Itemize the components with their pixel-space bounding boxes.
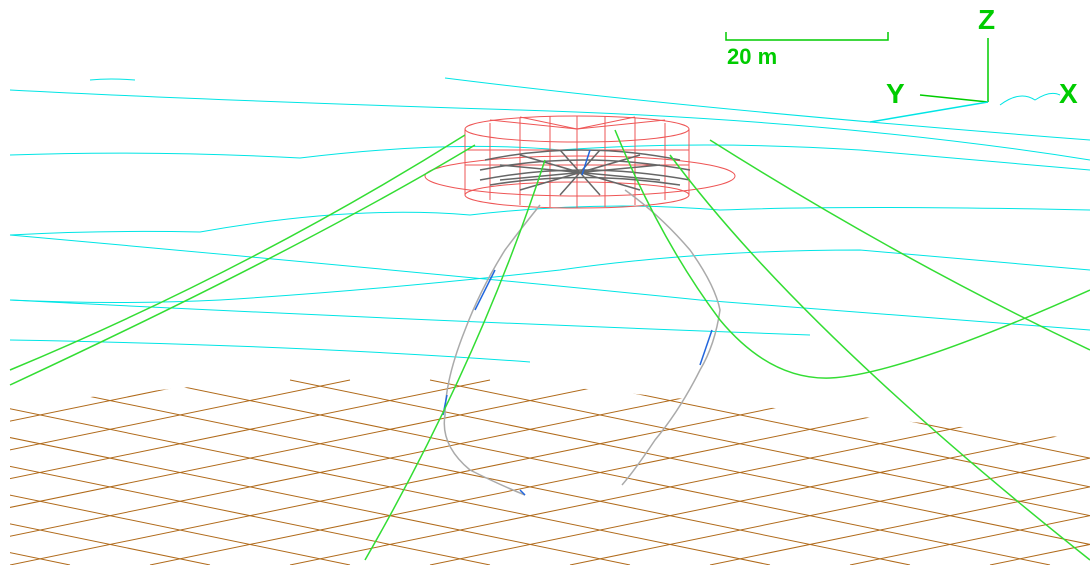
axis-y-label: Y — [886, 78, 905, 109]
axis-z-label: Z — [978, 4, 996, 35]
floating-platform[interactable] — [424, 115, 736, 209]
risers — [442, 149, 721, 496]
axis-x-label: X — [1059, 78, 1078, 109]
axis-triad — [869, 38, 989, 123]
seabed-grid — [10, 379, 1090, 565]
mooring-lines — [9, 129, 1090, 561]
scale-bar-label: 20 m — [727, 44, 778, 69]
platform-internal-structure — [479, 149, 691, 196]
scale-bar — [725, 32, 889, 41]
